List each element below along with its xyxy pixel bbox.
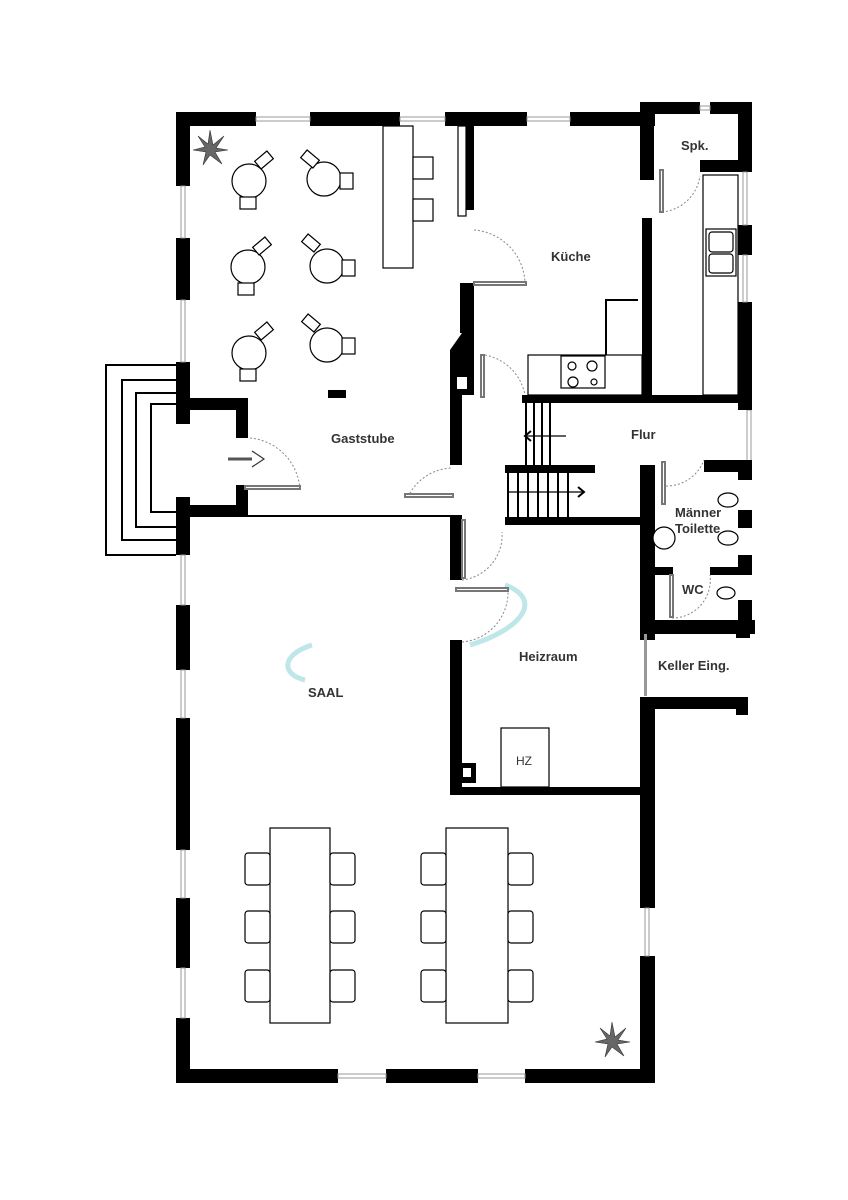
walls <box>105 102 755 1083</box>
room-label-spk: Spk. <box>681 138 708 153</box>
stove-icon <box>560 355 606 389</box>
room-label-wc: WC <box>682 582 704 597</box>
plant-icon <box>192 129 631 1058</box>
bar-counter <box>382 125 414 269</box>
room-label-keller: Keller Eing. <box>658 658 730 673</box>
heater-label: HZ <box>516 754 532 768</box>
staircase <box>507 403 586 517</box>
watermark <box>285 582 528 683</box>
room-label-gaststube: Gaststube <box>331 431 395 446</box>
bistro-tables <box>230 149 356 382</box>
heater-unit <box>500 727 550 788</box>
room-label-maenner: Männer <box>675 505 721 520</box>
room-label-kueche: Küche <box>551 249 591 264</box>
room-label-flur: Flur <box>631 427 656 442</box>
room-label-toilette: Toilette <box>675 521 720 536</box>
room-label-heizraum: Heizraum <box>519 649 578 664</box>
saal-tables <box>244 827 534 1024</box>
room-label-saal: SAAL <box>308 685 343 700</box>
